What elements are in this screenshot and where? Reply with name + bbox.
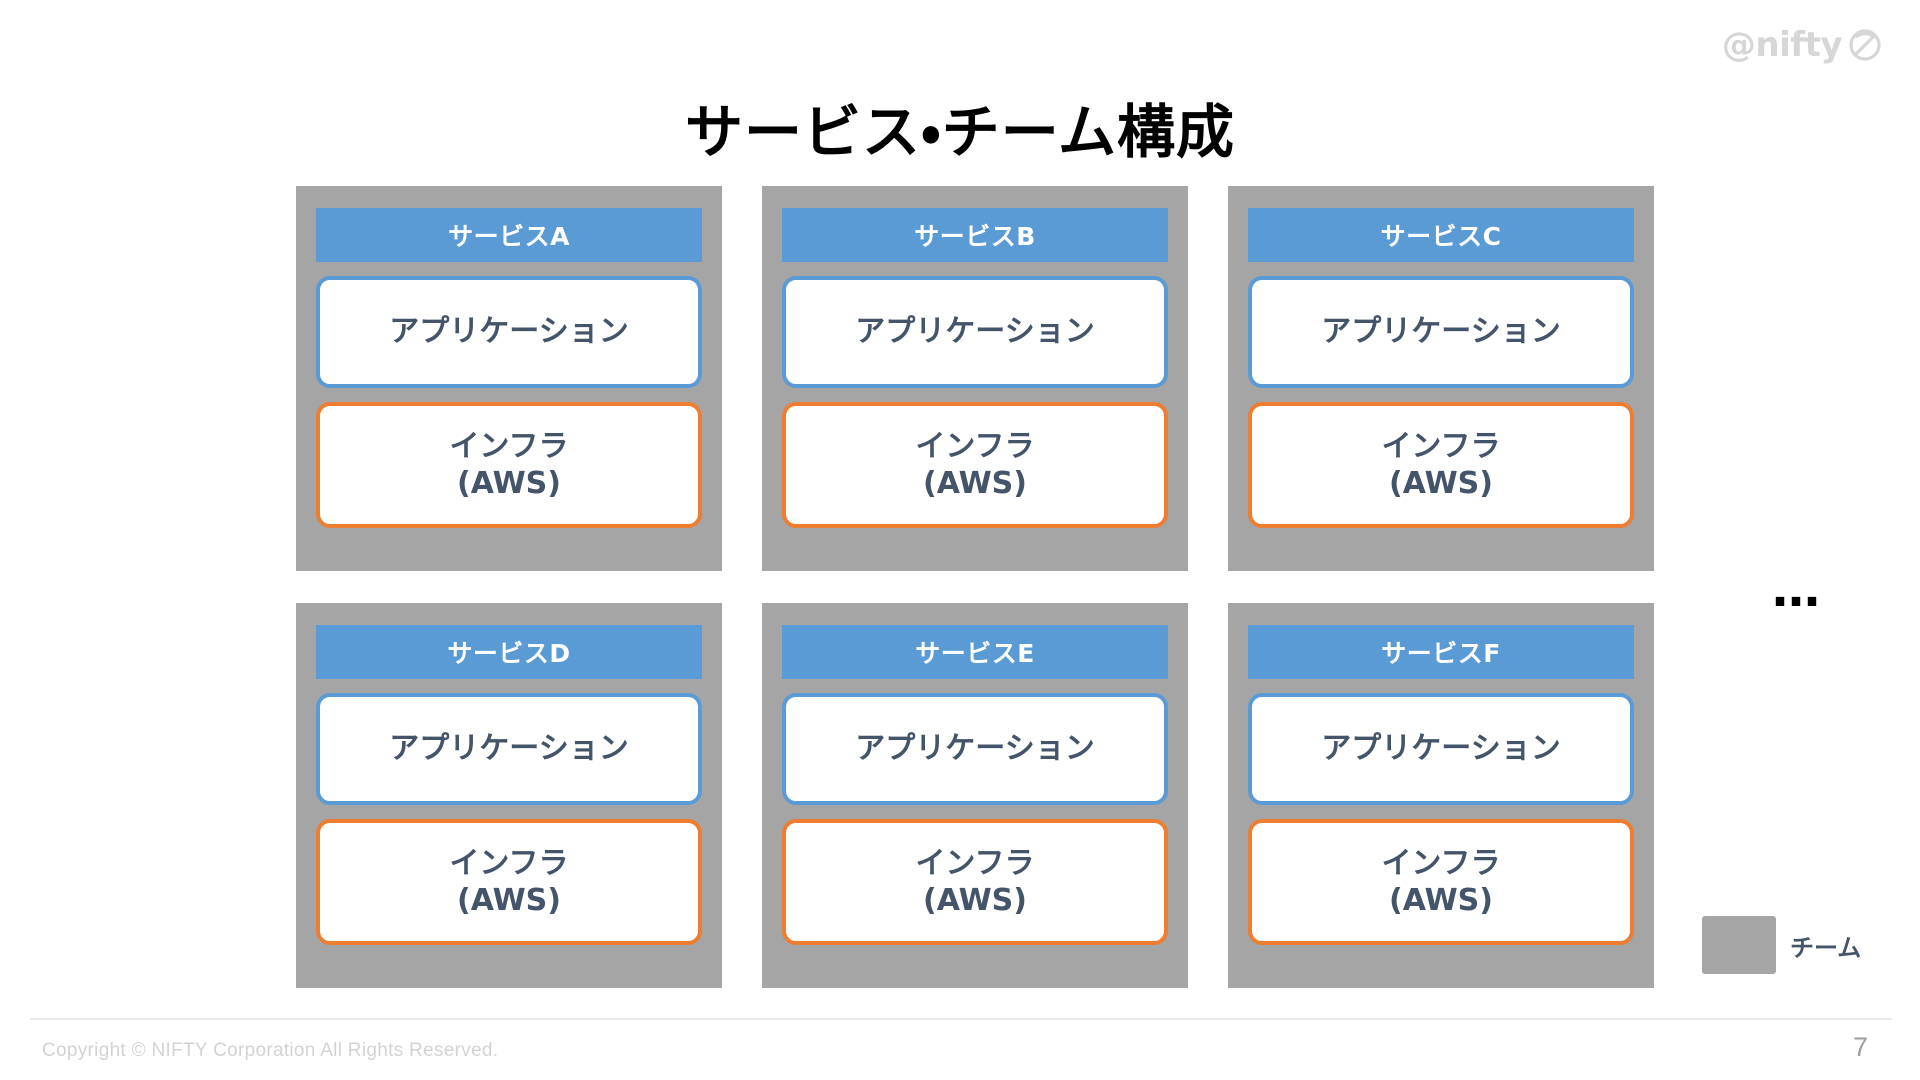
legend-label-team: チーム bbox=[1790, 933, 1862, 962]
service-header-c: サービスC bbox=[1248, 208, 1634, 262]
continuation-ellipsis-icon: … bbox=[1772, 562, 1822, 618]
service-card-a[interactable]: サービスA アプリケーション インフラ (AWS) bbox=[296, 186, 722, 571]
brand-name: @nifty bbox=[1721, 25, 1843, 65]
service-team-grid: サービスA アプリケーション インフラ (AWS) サービスB アプリケーション… bbox=[296, 186, 1656, 988]
footer-copyright: Copyright © NIFTY Corporation All Rights… bbox=[42, 1040, 499, 1061]
infrastructure-box-d: インフラ (AWS) bbox=[316, 819, 702, 945]
service-card-f[interactable]: サービスF アプリケーション インフラ (AWS) bbox=[1228, 603, 1654, 988]
page-title: サービス・チーム構成 bbox=[685, 97, 1235, 166]
page-number: 7 bbox=[1852, 1032, 1868, 1062]
service-header-b: サービスB bbox=[782, 208, 1168, 262]
application-box-a: アプリケーション bbox=[316, 276, 702, 388]
infrastructure-box-f: インフラ (AWS) bbox=[1248, 819, 1634, 945]
brand-logo: @nifty bbox=[1722, 28, 1882, 62]
service-card-e[interactable]: サービスE アプリケーション インフラ (AWS) bbox=[762, 603, 1188, 988]
service-header-a: サービスA bbox=[316, 208, 702, 262]
application-box-e: アプリケーション bbox=[782, 693, 1168, 805]
service-card-b[interactable]: サービスB アプリケーション インフラ (AWS) bbox=[762, 186, 1188, 571]
application-box-d: アプリケーション bbox=[316, 693, 702, 805]
service-header-f: サービスF bbox=[1248, 625, 1634, 679]
service-header-e: サービスE bbox=[782, 625, 1168, 679]
application-box-f: アプリケーション bbox=[1248, 693, 1634, 805]
nifty-swirl-icon bbox=[1849, 29, 1881, 61]
application-box-c: アプリケーション bbox=[1248, 276, 1634, 388]
footer-divider bbox=[30, 1018, 1892, 1020]
legend: チーム bbox=[1702, 916, 1861, 974]
service-card-c[interactable]: サービスC アプリケーション インフラ (AWS) bbox=[1228, 186, 1654, 571]
application-box-b: アプリケーション bbox=[782, 276, 1168, 388]
service-header-d: サービスD bbox=[316, 625, 702, 679]
service-card-d[interactable]: サービスD アプリケーション インフラ (AWS) bbox=[296, 603, 722, 988]
infrastructure-box-b: インフラ (AWS) bbox=[782, 402, 1168, 528]
legend-swatch-team bbox=[1702, 916, 1776, 974]
infrastructure-box-a: インフラ (AWS) bbox=[316, 402, 702, 528]
infrastructure-box-e: インフラ (AWS) bbox=[782, 819, 1168, 945]
infrastructure-box-c: インフラ (AWS) bbox=[1248, 402, 1634, 528]
